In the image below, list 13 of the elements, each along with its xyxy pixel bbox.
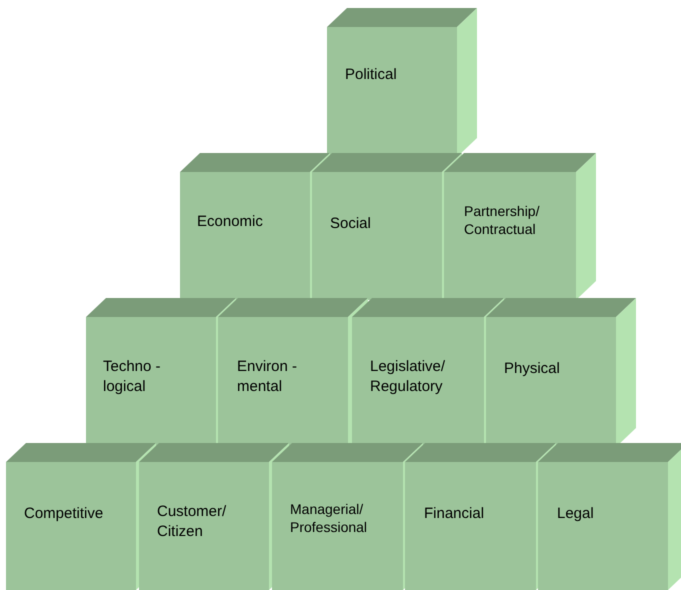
cube-label: Physical xyxy=(504,359,561,378)
cube-label: Competitive xyxy=(24,504,104,524)
cube-label: Managerial/ Professional xyxy=(290,500,368,536)
cube-label: Political xyxy=(345,65,398,84)
cube-label: Economic xyxy=(197,212,264,232)
cube-label: Legal xyxy=(557,504,595,524)
cube-label: Environ - mental xyxy=(237,357,298,396)
cube-label: Customer/ Citizen xyxy=(157,502,228,541)
cube-label: Techno - logical xyxy=(103,357,162,396)
cube-label: Financial xyxy=(424,504,486,524)
cube-label: Legislative/ Regulatory xyxy=(370,357,446,396)
cube-label: Social xyxy=(330,214,372,234)
cube-label: Partnership/ Contractual xyxy=(464,202,540,238)
